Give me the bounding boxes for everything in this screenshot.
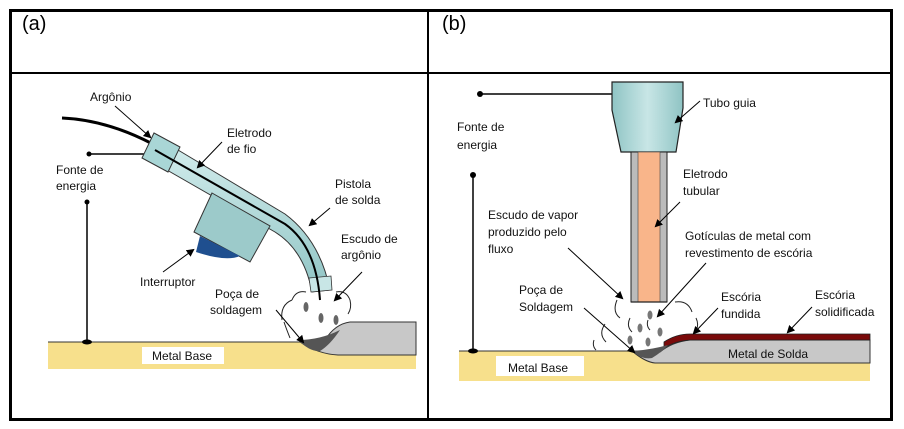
b-contact-tube — [611, 81, 684, 153]
b-pool-label-2: Soldagem — [519, 300, 573, 314]
a-torch-arrow — [308, 207, 331, 227]
b-vapor-label-1: Escudo de vapor — [488, 208, 578, 222]
a-torch-handle — [193, 192, 271, 263]
b-power-label-1: Fonte de — [457, 120, 505, 134]
a-droplet — [333, 315, 339, 325]
b-vapor-arrow — [567, 247, 624, 300]
a-base-metal-label: Metal Base — [152, 349, 212, 363]
b-solid-slag-label-2: solidificada — [815, 305, 875, 319]
a-pool-label-2: soldagem — [210, 303, 262, 317]
b-ground-clamp — [468, 348, 478, 354]
top-border — [9, 9, 893, 12]
a-wire-label-1: Eletrodo — [227, 126, 272, 140]
a-droplet — [303, 302, 309, 312]
b-pool-label-1: Poça de — [519, 283, 563, 297]
a-wire-label-2: de fio — [227, 142, 257, 156]
a-ground-clamp — [82, 339, 92, 345]
a-torch-label-2: de solda — [335, 193, 381, 207]
a-argon-arrow — [114, 105, 152, 139]
b-solid-slag-arrow — [786, 306, 813, 334]
a-power-label-2: energia — [56, 179, 96, 193]
b-droplet — [645, 337, 651, 347]
a-torch-label-1: Pistola — [335, 177, 371, 191]
figure-frame — [9, 9, 893, 421]
a-wire-arrow — [196, 141, 223, 169]
b-base-metal-label: Metal Base — [508, 361, 568, 375]
a-shield-label-2: argônio — [341, 248, 381, 262]
b-droplet — [627, 335, 633, 345]
a-droplet — [318, 313, 324, 323]
b-base-metal-label-bg — [496, 356, 584, 376]
a-trigger — [196, 236, 240, 259]
a-pool-arrow — [275, 309, 305, 344]
a-argon-label: Argônio — [90, 90, 132, 104]
b-droplets-arrow — [656, 262, 707, 318]
b-droplets-label-1: Gotículas de metal com — [685, 229, 811, 243]
bottom-border — [9, 418, 893, 421]
a-power-terminal-ground — [84, 199, 90, 205]
b-weld-metal-label: Metal de Solda — [728, 347, 808, 361]
b-molten-slag-label-2: fundida — [721, 307, 761, 321]
b-power-terminal-ground — [470, 172, 476, 178]
b-molten-slag-arrow — [692, 307, 719, 335]
b-solid-slag-label-1: Escória — [815, 288, 855, 302]
b-pool-arrow — [583, 307, 636, 354]
b-tube-label: Tubo guia — [703, 96, 756, 110]
b-power-terminal-top — [477, 91, 483, 97]
b-weld-pool — [632, 345, 668, 359]
a-base-metal-label-bg — [142, 347, 224, 364]
middle-divider — [427, 9, 429, 421]
b-electrode-arrow — [654, 201, 681, 228]
a-weld-pool — [298, 330, 340, 352]
b-vapor-label-2: produzido pelo — [488, 225, 567, 239]
a-trigger-label: Interruptor — [140, 275, 195, 289]
b-electrode-core — [637, 151, 661, 303]
panel-b-label: (b) — [442, 13, 467, 35]
a-argon-shield-cloud — [281, 291, 352, 339]
right-border — [890, 9, 893, 421]
b-droplets-label-2: revestimento de escória — [685, 246, 813, 260]
a-power-terminal-top — [86, 151, 92, 157]
a-pool-label-1: Poça de — [215, 287, 259, 301]
b-power-label-2: energia — [457, 138, 497, 152]
b-electrode-label-1: Eletrodo — [683, 167, 728, 181]
a-power-label-1: Fonte de — [56, 163, 104, 177]
a-torch-nozzle — [308, 275, 333, 293]
b-electrode-label-2: tubular — [683, 184, 720, 198]
b-droplet — [637, 323, 643, 333]
panel-a-label: (a) — [22, 13, 47, 35]
b-droplet — [647, 310, 653, 320]
b-droplet — [657, 327, 663, 337]
b-solid-slag — [663, 333, 871, 349]
a-wire-electrode — [154, 149, 321, 301]
b-vapor-label-3: fluxo — [488, 242, 514, 256]
header-divider — [9, 72, 893, 74]
a-shield-arrow — [333, 271, 363, 302]
b-tube-arrow — [674, 100, 701, 124]
a-trigger-arrow — [162, 248, 195, 273]
b-molten-slag-label-1: Escória — [721, 290, 761, 304]
left-border — [9, 9, 12, 421]
a-shield-label-1: Escudo de — [341, 232, 398, 246]
